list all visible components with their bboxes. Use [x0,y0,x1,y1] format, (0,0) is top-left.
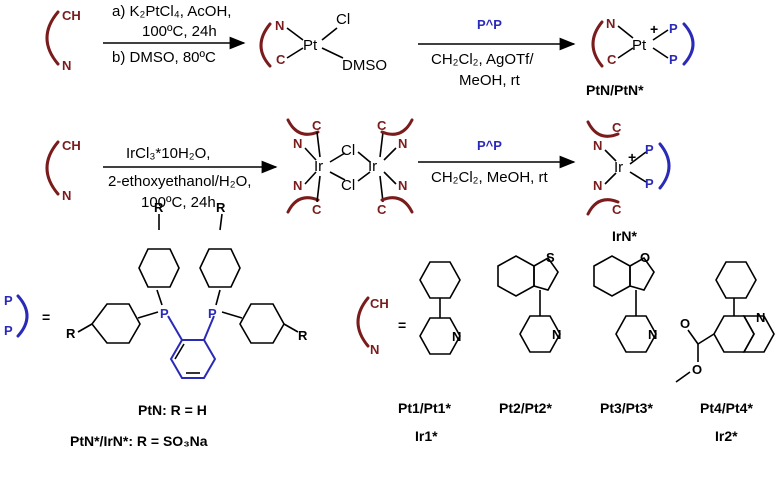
svg-text:N: N [293,178,302,193]
cond-b: b) DMSO, 80ºC [112,49,216,66]
cond4: CH₂Cl₂, MeOH, rt [431,169,548,186]
svg-text:N: N [293,136,302,151]
svg-text:P: P [4,323,13,338]
svg-text:C: C [377,118,387,133]
cl-label: Cl [336,11,350,28]
svg-text:CH: CH [370,296,389,311]
svg-text:N: N [398,136,407,151]
svg-text:+: + [628,149,636,165]
product-ptn: PtN/PtN* [586,82,644,98]
cond-a2: 100ºC, 24h [142,23,217,40]
svg-text:P: P [160,306,169,321]
dmso-label: DMSO [342,57,387,74]
ch-label: CH [62,8,81,23]
equals-2: = [398,317,406,333]
equals-1: = [42,309,50,325]
ligand-quinoline: N O O [675,261,775,383]
svg-text:CH: CH [62,138,81,153]
compound-label-4: Pt4/Pt4* [700,400,753,416]
svg-text:P: P [4,293,13,308]
svg-text:C: C [276,52,286,67]
svg-text:O: O [680,316,690,331]
ligand-bfp: O N [593,250,657,353]
svg-text:N: N [275,18,284,33]
pt-label: Pt [303,37,318,54]
svg-text:P: P [669,21,678,36]
svg-text:P: P [208,306,217,321]
svg-text:O: O [692,362,702,377]
ir-product: N C N C Ir + P P [586,120,671,217]
svg-text:Ir: Ir [614,159,623,176]
svg-text:S: S [546,250,555,265]
svg-text:Ir: Ir [314,158,323,175]
ligand-ch-n-row1: CH N [45,8,81,73]
diphosphine-structure: P P R R R R [66,200,308,379]
svg-text:R: R [154,200,164,215]
ligand-btp: S N [497,250,561,353]
svg-text:N: N [593,138,602,153]
cn-symbol: CH N [356,296,389,357]
reagent-pp-2: P^P [477,138,502,153]
svg-text:C: C [607,52,617,67]
reagent-pp-1: P^P [477,17,502,32]
svg-text:N: N [370,342,379,357]
ptn-definition: PtN: R = H [138,402,207,418]
svg-text:+: + [650,21,658,37]
svg-text:P: P [645,142,654,157]
svg-text:Ir: Ir [368,158,377,175]
svg-text:P: P [669,52,678,67]
cond2-1: CH₂Cl₂, AgOTf/ [431,51,534,68]
svg-text:N: N [606,16,615,31]
svg-text:R: R [66,326,76,341]
cond3-3: 100ºC, 24h [141,194,216,211]
svg-text:O: O [640,250,650,265]
pt-dmso-intermediate: N C Pt Cl DMSO [259,11,387,74]
n-label: N [62,58,71,73]
cond3-1: IrCl₃*10H₂O, [126,145,210,162]
compound-label-3: Pt3/Pt3* [600,400,653,416]
ptn-star-definition: PtN*/IrN*: R = SO₃Na [70,433,208,449]
svg-text:R: R [216,200,226,215]
svg-text:R: R [298,328,308,343]
cond3-2: 2-ethoxyethanol/H₂O, [108,173,251,190]
svg-text:C: C [612,120,622,135]
svg-text:Cl: Cl [341,142,355,159]
svg-text:P: P [645,176,654,191]
ir-dimer: N C N C Ir Cl Cl Ir C N C N [286,118,414,217]
cond-a: a) K₂PtCl₄, AcOH, [112,3,231,20]
svg-text:N: N [398,178,407,193]
compound-label-2: Pt2/Pt2* [499,400,552,416]
svg-text:N: N [62,188,71,203]
pp-symbol: P P [4,293,29,338]
compound-sub-4: Ir2* [715,428,738,444]
ligand-ch-n-row2: CH N [45,138,81,203]
product-irn: IrN* [612,228,637,244]
svg-text:C: C [312,118,322,133]
svg-text:N: N [756,310,765,325]
cond2-2: MeOH, rt [459,72,521,89]
svg-text:N: N [552,327,561,342]
svg-text:Cl: Cl [341,177,355,194]
compound-label-1: Pt1/Pt1* [398,400,451,416]
svg-text:Pt: Pt [632,37,647,54]
svg-text:N: N [452,329,461,344]
svg-text:C: C [612,202,622,217]
svg-text:C: C [377,202,387,217]
svg-text:N: N [648,327,657,342]
ligand-ppy: N [419,261,461,355]
svg-text:C: C [312,202,322,217]
svg-text:N: N [593,178,602,193]
compound-sub-1: Ir1* [415,428,438,444]
pt-product: N C Pt + P P [591,16,695,68]
